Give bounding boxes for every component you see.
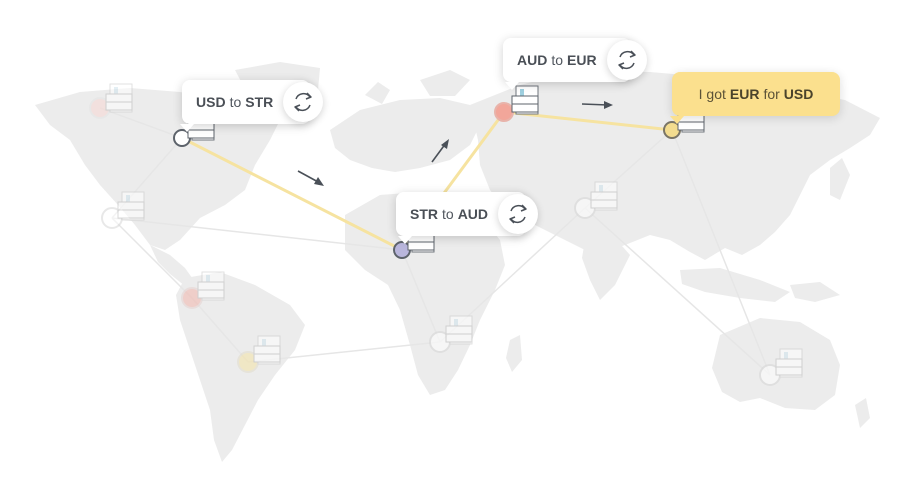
server-icon	[445, 315, 473, 345]
server-icon	[117, 191, 145, 221]
direction-arrow-icon	[581, 101, 613, 109]
exchange-bubble-str-aud: STR to AUD	[396, 192, 539, 236]
server-node	[759, 348, 803, 386]
to-currency: EUR	[567, 52, 597, 68]
server-node	[574, 181, 618, 219]
swap-cycle-icon	[498, 194, 539, 234]
received-currency: EUR	[729, 86, 760, 102]
server-icon	[511, 85, 539, 115]
direction-arrow-icon	[431, 139, 449, 163]
exchange-bubble-aud-eur: AUD to EUR	[503, 38, 647, 82]
to-label: to	[551, 52, 564, 68]
direction-arrow-icon	[297, 170, 324, 186]
paid-currency: USD	[783, 86, 814, 102]
result-bubble: I got EUR for USD	[672, 72, 840, 116]
bubble-tail	[398, 236, 412, 244]
server-icon	[105, 83, 133, 113]
world-map	[35, 62, 880, 462]
bubble-tail	[180, 124, 194, 132]
swap-cycle-icon	[606, 40, 647, 80]
exchange-bubble-usd-str: USD to STR	[182, 80, 324, 124]
to-label: to	[442, 206, 454, 222]
server-node	[429, 315, 473, 353]
server-icon	[590, 181, 618, 211]
to-currency: STR	[245, 94, 274, 110]
to-label: to	[229, 94, 242, 110]
result-mid: for	[763, 86, 780, 102]
server-icon	[775, 348, 803, 378]
from-currency: USD	[196, 94, 226, 110]
direction-arrows	[297, 101, 613, 186]
swap-cycle-icon	[283, 82, 324, 122]
server-node	[89, 83, 133, 119]
server-icon	[197, 271, 225, 301]
to-currency: AUD	[457, 206, 489, 222]
server-node	[181, 271, 225, 309]
server-node	[101, 191, 145, 229]
server-node-europe	[494, 85, 539, 122]
result-prefix: I got	[698, 86, 726, 102]
bubble-tail	[670, 116, 684, 124]
server-nodes	[89, 83, 803, 386]
bubble-tail	[505, 82, 519, 90]
from-currency: AUD	[517, 52, 548, 68]
server-node	[237, 335, 281, 373]
server-icon	[253, 335, 281, 365]
from-currency: STR	[410, 206, 438, 222]
